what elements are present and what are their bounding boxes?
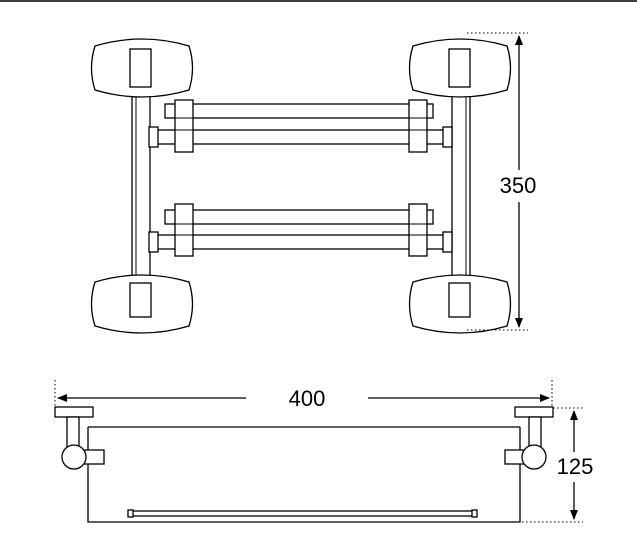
- front-view: 400 125: [54, 380, 594, 523]
- width-dimension-label: 400: [289, 386, 326, 411]
- lower-rail-set: [148, 203, 453, 257]
- left-side-rod: [131, 87, 151, 284]
- right-bracket: [504, 406, 554, 470]
- shelf-tray: [87, 426, 521, 523]
- mount-plate-top-right: [408, 38, 512, 98]
- mount-plate-top-left: [90, 38, 194, 98]
- upper-rail-set: [148, 99, 453, 153]
- plan-view: 350: [90, 32, 537, 334]
- mount-plate-bottom-left: [90, 274, 194, 334]
- depth-dimension: 350: [467, 32, 537, 331]
- depth-dimension-label: 350: [500, 173, 537, 198]
- width-dimension: 400: [54, 380, 553, 411]
- height-dimension: 125: [522, 407, 594, 523]
- right-side-rod: [451, 87, 471, 284]
- height-dimension-label: 125: [557, 454, 594, 479]
- left-bracket: [54, 406, 105, 470]
- mount-plate-bottom-right: [408, 274, 512, 334]
